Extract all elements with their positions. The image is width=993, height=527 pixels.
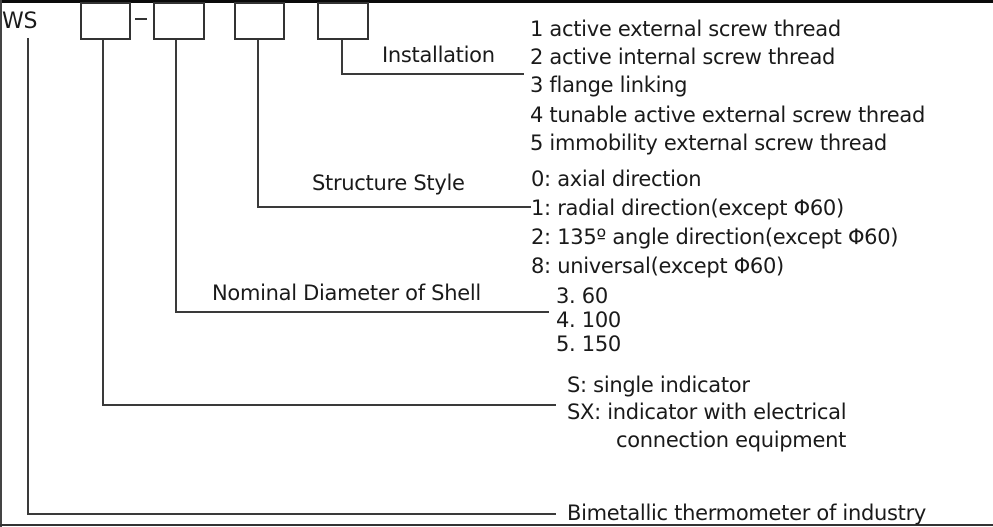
diameter-option-100: 4. 100 xyxy=(556,308,621,332)
installation-option-5: 5 immobility external screw thread xyxy=(530,131,887,155)
left-border xyxy=(0,0,2,527)
diameter-option-150: 5. 150 xyxy=(556,332,621,356)
model-prefix: WS xyxy=(2,9,38,34)
structure-option-8: 8: universal(except Φ60) xyxy=(531,254,784,278)
installation-option-3: 3 flange linking xyxy=(530,73,688,97)
code-separator xyxy=(135,18,147,20)
leader-indicator-h xyxy=(102,404,556,406)
leader-diameter-h xyxy=(175,311,549,313)
code-box-3 xyxy=(234,2,285,40)
bottom-border xyxy=(0,524,993,526)
structure-option-1: 1: radial direction(except Φ60) xyxy=(531,196,844,220)
leader-structure-v xyxy=(257,40,259,208)
leader-installation-v xyxy=(341,40,343,75)
diameter-option-60: 3. 60 xyxy=(556,284,608,308)
product-type-label: Bimetallic thermometer of industry xyxy=(567,501,927,525)
leader-structure-h xyxy=(257,206,531,208)
leader-indicator-v xyxy=(102,40,104,406)
indicator-option-sx-cont: connection equipment xyxy=(616,428,847,452)
leader-ws-h xyxy=(27,513,556,515)
installation-option-1: 1 active external screw thread xyxy=(530,17,841,41)
structure-option-0: 0: axial direction xyxy=(531,167,702,191)
leader-diameter-v xyxy=(175,40,177,313)
field-label-installation: Installation xyxy=(382,43,495,67)
top-border xyxy=(0,0,993,3)
indicator-option-s: S: single indicator xyxy=(567,373,750,397)
code-box-2 xyxy=(153,2,205,40)
code-box-1 xyxy=(80,2,131,40)
field-label-nominal-diameter: Nominal Diameter of Shell xyxy=(212,281,481,305)
indicator-option-sx: SX: indicator with electrical xyxy=(567,400,847,424)
field-label-structure-style: Structure Style xyxy=(312,171,465,195)
leader-installation-h xyxy=(341,73,524,75)
leader-ws-v xyxy=(27,38,29,515)
code-box-4 xyxy=(317,2,369,40)
installation-option-4: 4 tunable active external screw thread xyxy=(530,103,925,127)
installation-option-2: 2 active internal screw thread xyxy=(530,45,836,69)
structure-option-2: 2: 135º angle direction(except Φ60) xyxy=(531,225,899,249)
